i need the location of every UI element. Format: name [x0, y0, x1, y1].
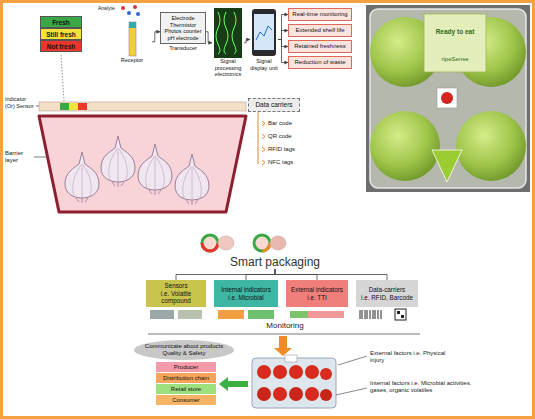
display-unit: Signal display unit: [250, 8, 278, 71]
root-box: Smart packaging: [195, 255, 355, 269]
receptor-unit: Receptor: [112, 20, 152, 64]
node-text: Not fresh: [41, 41, 81, 52]
data-carrier-box: Data carriers: [248, 98, 300, 112]
node-text: Fresh: [41, 17, 81, 28]
stakeholder-box: Producer: [156, 362, 216, 372]
node-subtext: i.e. Volatile compound: [149, 290, 203, 305]
node-text: Distribution chain: [156, 373, 216, 383]
node-text: Smart packaging: [195, 255, 355, 269]
freshness-level: Fresh: [40, 16, 82, 28]
barrier-label: Barrier layer: [5, 150, 33, 164]
node-text: Retained freshness: [291, 43, 349, 50]
carrier-item: NFC tags: [268, 159, 318, 166]
node-text: Extended shelf life: [291, 27, 349, 34]
node-text: Data-carriers: [359, 286, 415, 294]
receptor-icon: [129, 22, 136, 56]
connector: [275, 269, 387, 280]
node-subtext: i.e. Microbial: [217, 294, 275, 302]
benefit-box: Reduction of waste: [288, 56, 352, 69]
tomato-tray: [252, 355, 336, 408]
node-subtext: i.e. RFID, Barcode: [359, 294, 415, 302]
node-text: Signal display unit: [250, 58, 278, 71]
freshness-level: Not fresh: [40, 40, 82, 52]
stakeholder-box: Distribution chain: [156, 373, 216, 383]
node-text: Real-time monitoring: [291, 11, 349, 18]
category-box: External indicatorsi.e. TTI: [286, 280, 348, 307]
connector: [278, 40, 288, 47]
leader-line: [336, 388, 367, 395]
leader-line: [34, 157, 46, 158]
category-box: Data-carriersi.e. RFID, Barcode: [356, 280, 418, 307]
node-text: External indicators: [289, 286, 345, 294]
connector: [278, 31, 288, 40]
factor-note: External factors i.e. Physical injury: [370, 350, 450, 364]
freshness-level: Still fresh: [40, 28, 82, 40]
connector: [206, 32, 212, 43]
category-box: Internal indicatorsi.e. Microbial: [214, 280, 278, 307]
product-label: Ready to eat: [426, 28, 484, 36]
node-text: Internal indicators: [217, 286, 275, 294]
stakeholder-box: Consumer: [156, 395, 216, 405]
node-subtext: Transducer: [160, 45, 206, 52]
connector: [278, 15, 288, 40]
phone-icon: [252, 9, 276, 56]
node-text: Receptor: [112, 57, 152, 64]
left-arrow: [219, 377, 248, 391]
node-text: Communicate about products Quality & Saf…: [142, 343, 226, 357]
analyte-label: Analyte: [98, 5, 120, 11]
node-text: Data carriers: [251, 101, 297, 109]
carrier-item: QR code: [268, 133, 318, 140]
carrier-item: Bar code: [268, 120, 318, 127]
node-text: Electrode Thermistor Photos counter pH e…: [160, 12, 206, 44]
node-text: Retail store: [156, 384, 216, 394]
connector: [246, 269, 275, 280]
brand-label: ripeSense: [426, 56, 484, 63]
package-container: [39, 116, 246, 212]
monitoring-label: Monitoring: [235, 321, 335, 330]
benefit-box: Extended shelf life: [288, 24, 352, 37]
example-thumbnails: [150, 309, 406, 320]
indicator-strip: [39, 55, 246, 111]
node-text: Producer: [156, 362, 216, 372]
leader-line: [36, 106, 39, 107]
monitoring-line: [148, 334, 420, 335]
node-text: Still fresh: [41, 29, 81, 40]
node-text: Signal processing electronics: [212, 58, 244, 78]
connector: [152, 32, 160, 42]
node-text: Reduction of waste: [291, 59, 349, 66]
leader-line: [338, 356, 367, 365]
carrier-item: RFID tags: [268, 146, 318, 153]
connector: [278, 40, 288, 63]
indicator-label: Indicator (Or) Sensor: [5, 96, 37, 109]
signal-processor: Signal processing electronics: [212, 8, 244, 78]
analyte-dots: [121, 5, 140, 16]
down-arrow: [274, 336, 292, 356]
status-icons: [202, 235, 286, 251]
node-subtext: i.e. TTI: [289, 294, 345, 302]
node-text: Consumer: [156, 395, 216, 405]
stakeholder-box: Retail store: [156, 384, 216, 394]
signal-image: [214, 8, 242, 58]
connector: [176, 269, 275, 280]
message-oval: Communicate about products Quality & Saf…: [134, 340, 234, 360]
carrier-list-marks: [258, 111, 265, 165]
pear-photo: [366, 5, 530, 192]
transducer-box: Electrode Thermistor Photos counter pH e…: [160, 12, 206, 52]
factor-note: Internal factors i.e. Microbial activiti…: [370, 380, 475, 394]
node-text: Sensors: [149, 282, 203, 290]
benefit-box: Real-time monitoring: [288, 8, 352, 21]
benefit-box: Retained freshness: [288, 40, 352, 53]
category-box: Sensorsi.e. Volatile compound: [146, 280, 206, 307]
connector: [244, 40, 250, 43]
